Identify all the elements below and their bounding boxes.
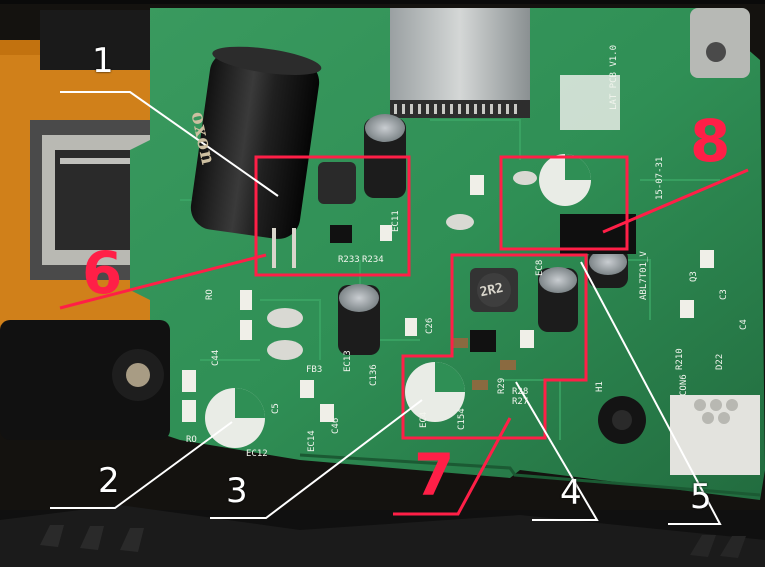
silk-ref-con6: CON6 bbox=[679, 374, 689, 396]
callout-7: 7 bbox=[414, 441, 455, 509]
callout-5: 5 bbox=[690, 477, 712, 517]
silk-ref-r29: R29 bbox=[497, 377, 507, 394]
silk-ref-c4: C4 bbox=[739, 319, 749, 330]
silk-ref-ec8: EC8 bbox=[535, 259, 545, 276]
silk-pcb-version: LAT PCB V1.0 bbox=[609, 44, 619, 110]
silk-ref-c26: C26 bbox=[425, 317, 435, 334]
silk-ref-c154: C154 bbox=[457, 408, 467, 430]
silk-ref-r210: R210 bbox=[675, 348, 685, 370]
silk-ref-c5: C5 bbox=[271, 403, 281, 414]
silk-ref-d22: D22 bbox=[715, 353, 725, 370]
silk-ref-r234: R234 bbox=[362, 255, 384, 265]
silk-ref-ro-1: RO bbox=[186, 435, 197, 445]
silk-ref-c44: C44 bbox=[211, 349, 221, 366]
silk-ref-ec11: EC11 bbox=[391, 210, 401, 232]
silk-date: 15-07-31 bbox=[655, 156, 665, 200]
callout-2: 2 bbox=[98, 461, 120, 501]
silk-ref-r28: R28 bbox=[512, 387, 529, 397]
silk-ref-h1: H1 bbox=[595, 381, 605, 392]
silk-ref-c3: C3 bbox=[719, 289, 729, 300]
silk-ref-q3: Q3 bbox=[689, 271, 699, 282]
silk-ref-ec12: EC12 bbox=[246, 449, 268, 459]
silk-ref-ro-2: RO bbox=[205, 289, 215, 300]
callout-1: 1 bbox=[92, 41, 114, 81]
silk-ref-r233: R233 bbox=[338, 255, 360, 265]
silk-ref-ec13: EC13 bbox=[343, 350, 353, 372]
silk-ref-r27: R27 bbox=[512, 397, 529, 407]
silk-ref-ec4: EC4 bbox=[419, 411, 429, 428]
silk-ref-c46: C46 bbox=[331, 417, 341, 434]
silk-ref-c136: C136 bbox=[369, 364, 379, 386]
silk-board-id: ABL7T01_V bbox=[639, 251, 649, 300]
callout-3: 3 bbox=[226, 471, 248, 511]
silk-ref-ec14: EC14 bbox=[307, 430, 317, 452]
callout-6: 6 bbox=[82, 239, 123, 307]
callout-4: 4 bbox=[560, 473, 582, 513]
callout-8: 8 bbox=[690, 107, 731, 175]
silk-ref-fb3: FB3 bbox=[306, 365, 323, 375]
